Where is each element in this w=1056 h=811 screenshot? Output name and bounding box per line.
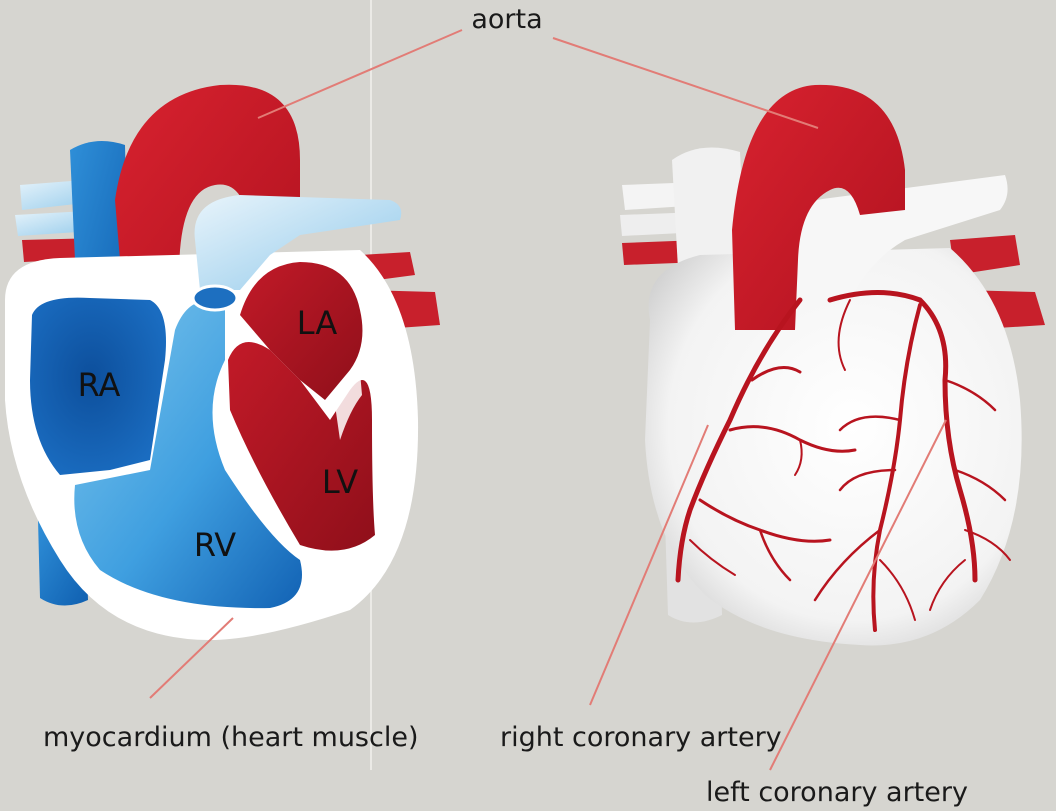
label-left-coronary-artery: left coronary artery: [706, 777, 968, 808]
leader-aorta-right: [553, 38, 818, 128]
chamber-label-ra: RA: [78, 366, 121, 404]
chamber-label-lv: LV: [322, 463, 358, 501]
label-aorta: aorta: [471, 4, 542, 35]
label-myocardium: myocardium (heart muscle): [43, 722, 419, 753]
chamber-label-la: LA: [297, 304, 338, 342]
chamber-label-rv: RV: [194, 526, 236, 564]
leader-aorta-left: [258, 30, 462, 118]
label-right-coronary-artery: right coronary artery: [500, 722, 782, 753]
heart-exterior: [620, 85, 1045, 646]
